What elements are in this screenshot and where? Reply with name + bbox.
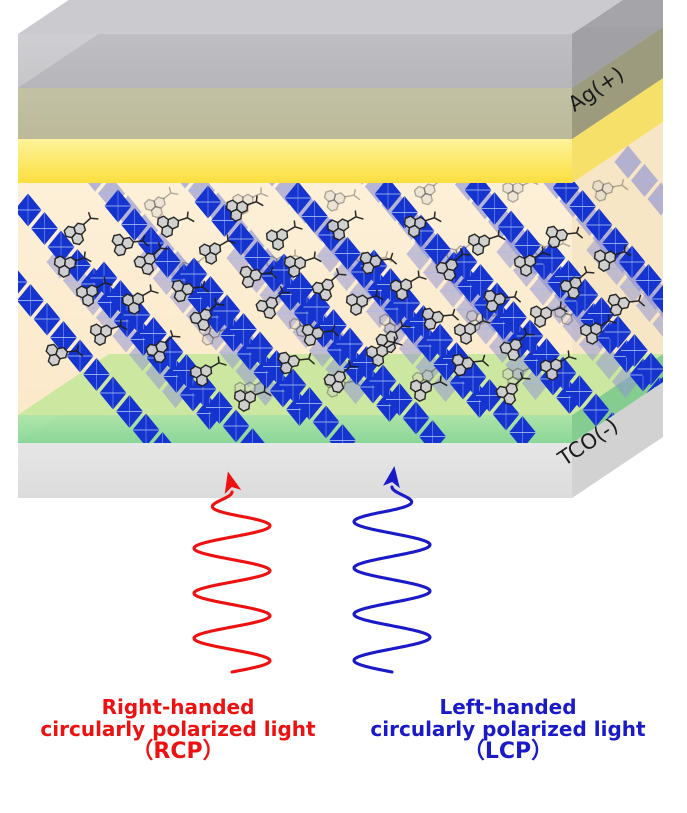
caption-lcp-line1: Left-handed	[439, 695, 577, 719]
caption-lcp-line2: circularly polarized light	[370, 716, 646, 741]
caption-rcp-line3: （RCP）	[131, 739, 225, 765]
caption-lcp-line3: （LCP）	[462, 739, 554, 765]
caption-rcp-line1: Right-handed	[101, 695, 255, 719]
lcp-helix	[352, 466, 432, 674]
rcp-helix	[192, 471, 272, 674]
caption-lcp: Left-handed circularly polarized light （…	[348, 695, 668, 765]
caption-rcp: Right-handed circularly polarized light …	[18, 695, 338, 765]
perovskite-octahedra-chains	[18, 145, 663, 443]
silver-electrode-layer	[18, 0, 663, 88]
polarized-light-helices	[192, 466, 432, 674]
silver-translucent-side	[572, 27, 663, 139]
caption-rcp-line2: circularly polarized light	[40, 716, 316, 741]
silver-translucent-overlay	[18, 88, 572, 139]
